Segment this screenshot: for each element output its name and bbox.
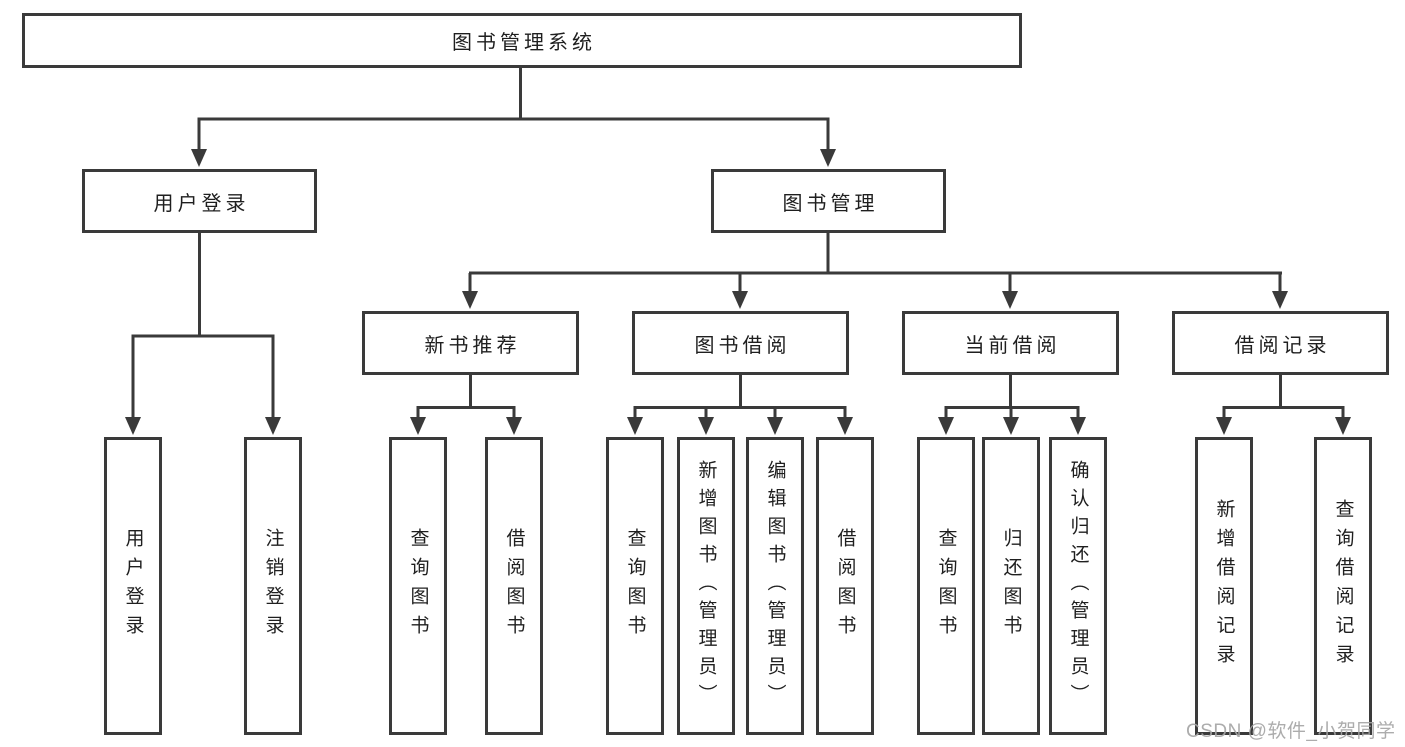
leaf-query-borrow-record: 查询借阅记录 xyxy=(1314,437,1372,735)
node-user-login: 用户登录 xyxy=(82,169,317,233)
leaf-query-books-current-label: 查询图书 xyxy=(935,528,957,644)
leaf-confirm-return-admin-label: 确认归还（管理员） xyxy=(1067,460,1089,712)
node-user-login-label: 用户登录 xyxy=(153,192,250,215)
node-borrow-records-label: 借阅记录 xyxy=(1234,334,1331,357)
watermark: CSDN @软件_小贺同学 xyxy=(1186,721,1396,742)
leaf-user-login: 用户登录 xyxy=(104,437,162,735)
leaf-edit-book-admin: 编辑图书（管理员） xyxy=(746,437,804,735)
node-borrow-records: 借阅记录 xyxy=(1172,311,1389,375)
node-new-book-recommend: 新书推荐 xyxy=(362,311,579,375)
leaf-query-books-borrow: 查询图书 xyxy=(606,437,664,735)
node-book-management-label: 图书管理 xyxy=(782,192,879,215)
leaf-return-book: 归还图书 xyxy=(982,437,1040,735)
leaf-confirm-return-admin: 确认归还（管理员） xyxy=(1049,437,1107,735)
leaf-query-books-borrow-label: 查询图书 xyxy=(624,528,646,644)
node-current-borrow: 当前借阅 xyxy=(902,311,1119,375)
node-new-book-recommend-label: 新书推荐 xyxy=(424,334,521,357)
leaf-return-book-label: 归还图书 xyxy=(1000,528,1022,644)
leaf-logout-label: 注销登录 xyxy=(262,528,284,644)
leaf-add-borrow-record-label: 新增借阅记录 xyxy=(1213,499,1235,673)
leaf-user-login-label: 用户登录 xyxy=(122,528,144,644)
node-root: 图书管理系统 xyxy=(22,13,1022,68)
leaf-borrow-books: 借阅图书 xyxy=(816,437,874,735)
leaf-add-borrow-record: 新增借阅记录 xyxy=(1195,437,1253,735)
node-root-label: 图书管理系统 xyxy=(452,32,596,54)
leaf-query-books-current: 查询图书 xyxy=(917,437,975,735)
arrowheads xyxy=(125,149,1351,435)
leaf-query-books-recommend: 查询图书 xyxy=(389,437,447,735)
leaf-borrow-books-recommend: 借阅图书 xyxy=(485,437,543,735)
leaf-query-books-recommend-label: 查询图书 xyxy=(407,528,429,644)
leaf-logout: 注销登录 xyxy=(244,437,302,735)
leaf-query-borrow-record-label: 查询借阅记录 xyxy=(1332,499,1354,673)
node-book-borrow-label: 图书借阅 xyxy=(694,334,791,357)
leaf-borrow-books-label: 借阅图书 xyxy=(834,528,856,644)
node-current-borrow-label: 当前借阅 xyxy=(964,334,1061,357)
leaf-add-book-admin-label: 新增图书（管理员） xyxy=(695,460,717,712)
leaf-edit-book-admin-label: 编辑图书（管理员） xyxy=(764,460,786,712)
leaf-add-book-admin: 新增图书（管理员） xyxy=(677,437,735,735)
leaf-borrow-books-recommend-label: 借阅图书 xyxy=(503,528,525,644)
node-book-management: 图书管理 xyxy=(711,169,946,233)
node-book-borrow: 图书借阅 xyxy=(632,311,849,375)
